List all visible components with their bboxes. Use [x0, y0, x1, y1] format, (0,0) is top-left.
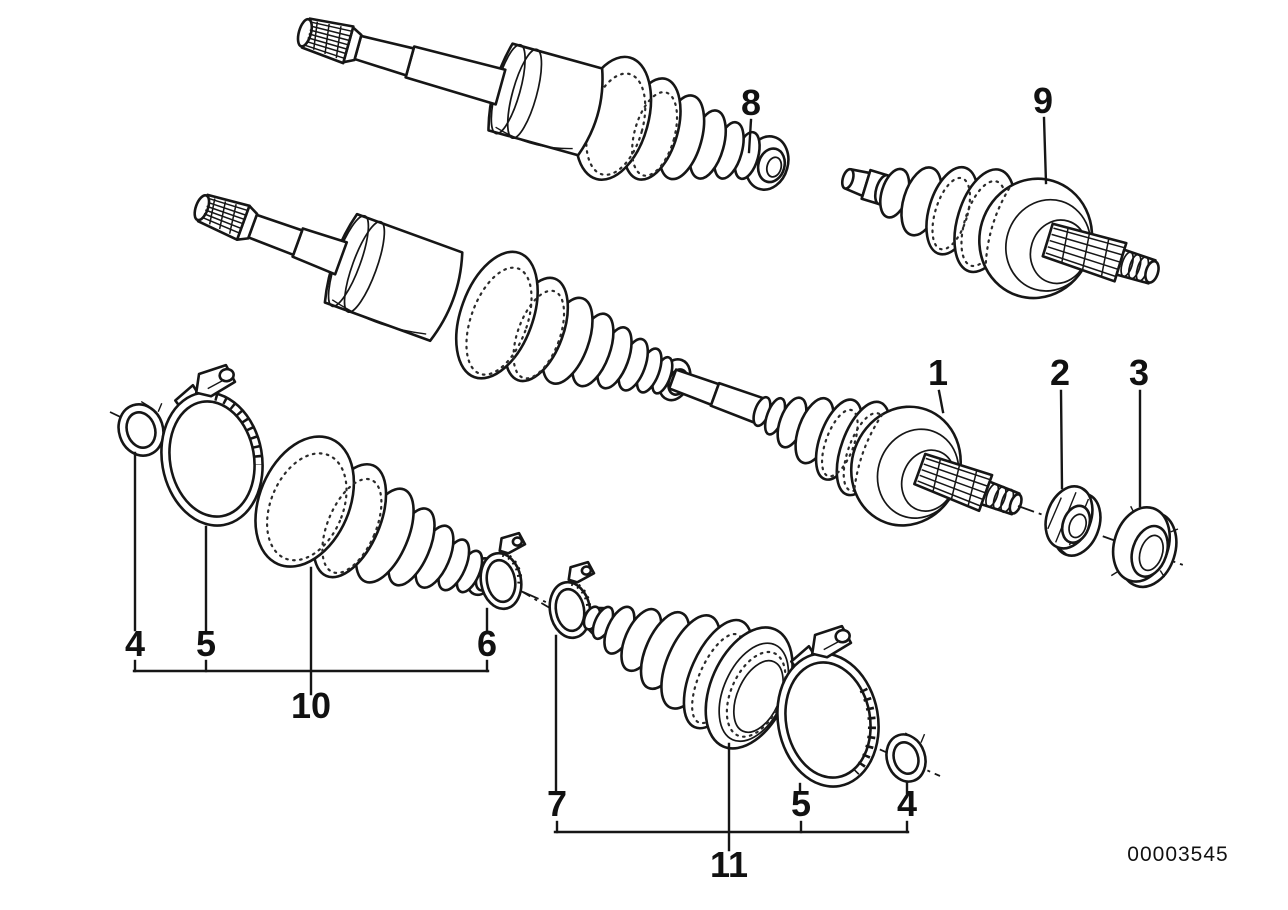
spline-hatch-stub [917, 457, 990, 507]
callout-9[interactable]: 9 [1033, 80, 1053, 121]
spline-hatch-top [305, 21, 352, 59]
clamp-large-left [160, 363, 264, 527]
clamp-large-bottom [776, 624, 880, 788]
circlip-left [117, 392, 165, 457]
bracket-bottom-kit [553, 634, 910, 852]
lock-ring [1110, 505, 1179, 589]
circlip-bottom [885, 724, 927, 783]
callout-3[interactable]: 3 [1129, 352, 1149, 393]
callout-10[interactable]: 10 [291, 685, 331, 726]
spline-hatch-joint9 [1045, 227, 1125, 277]
cv-joint-outer [840, 165, 1160, 300]
spline-hatch-main [202, 197, 247, 234]
callout-5-left[interactable]: 5 [196, 623, 216, 664]
callout-7[interactable]: 7 [547, 783, 567, 824]
callout-6[interactable]: 6 [477, 623, 497, 664]
output-shaft-main [193, 193, 1023, 527]
output-shaft-top [296, 17, 790, 191]
boot-left [254, 435, 497, 597]
callout-4-bottom[interactable]: 4 [897, 783, 917, 824]
callout-2[interactable]: 2 [1050, 352, 1070, 393]
collar-nut [1044, 485, 1102, 557]
clamp-small-left [479, 531, 527, 611]
clamp-small-bottom [548, 560, 596, 640]
callout-5-bottom[interactable]: 5 [791, 783, 811, 824]
callout-leaders [747, 116, 1142, 508]
bracket-left-kit [132, 451, 490, 696]
callout-8[interactable]: 8 [741, 82, 761, 123]
boot-bottom [582, 605, 794, 750]
plate-number: 00003545 [1127, 843, 1228, 866]
callout-4-left[interactable]: 4 [125, 623, 145, 664]
callout-11[interactable]: 11 [710, 844, 748, 885]
callout-1[interactable]: 1 [928, 352, 948, 393]
